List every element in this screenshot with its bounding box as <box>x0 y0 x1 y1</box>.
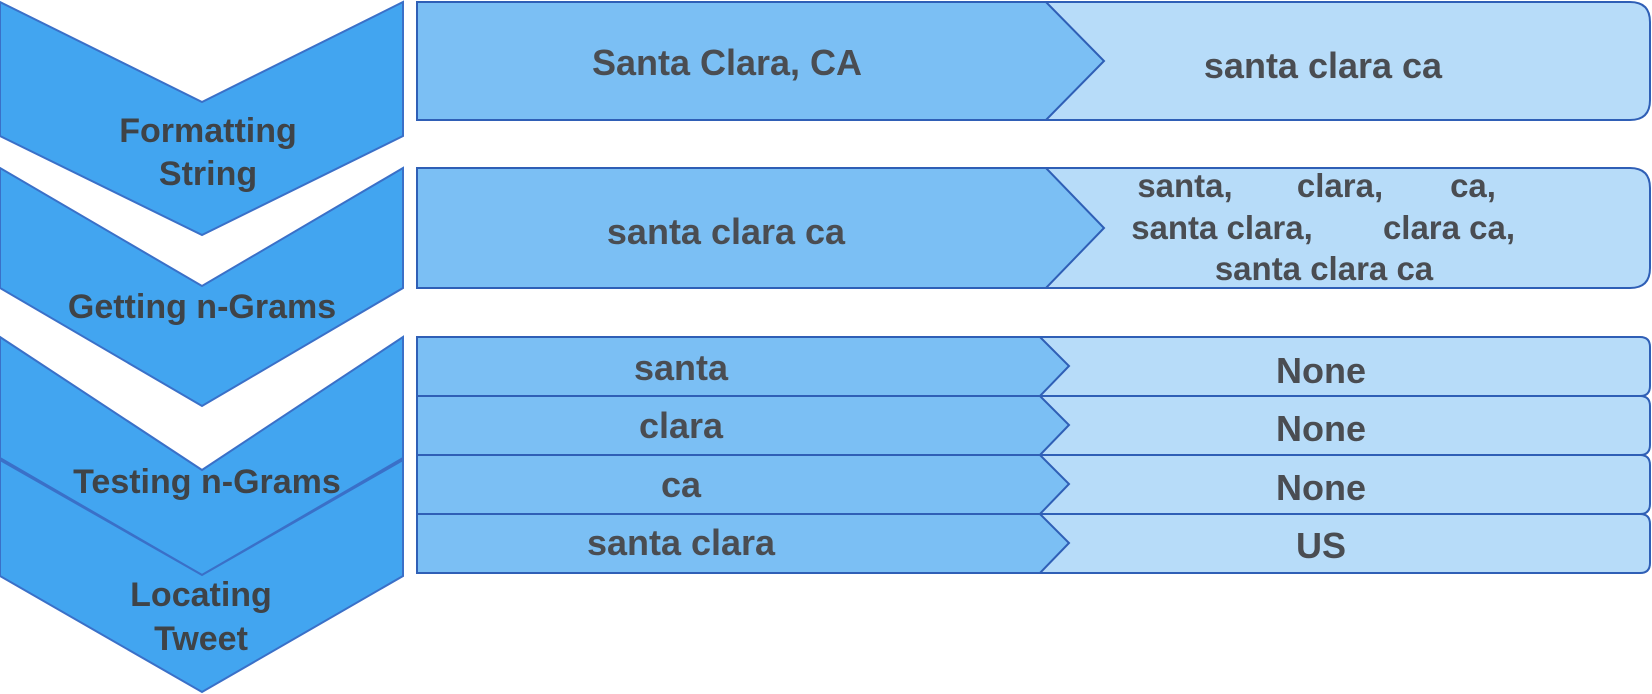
test-result-panel <box>1039 513 1651 574</box>
ngram-output-item: clara, <box>1297 167 1383 204</box>
stage-chevron-testing-ngrams <box>0 335 404 577</box>
test-ngram-text: ca <box>661 464 702 505</box>
formatting-row: Santa Clara, CA santa clara ca <box>416 1 1651 121</box>
ngrams-input-text: santa clara ca <box>607 211 846 252</box>
stage-chevrons <box>0 0 404 694</box>
test-result-text: None <box>1276 408 1366 449</box>
stage-labels: Formatting String Getting n-Grams Testin… <box>68 112 341 658</box>
test-ngram-panel <box>416 513 1071 574</box>
stage-label-locating-line1: Locating <box>130 576 272 614</box>
test-ngram-panel <box>416 395 1071 456</box>
test-result-text: None <box>1276 467 1366 508</box>
stage-chevron-formatting <box>0 0 404 237</box>
ngram-output-item: santa, <box>1137 167 1232 204</box>
stage-label-formatting-line2: String <box>159 155 257 193</box>
test-ngram-text: santa <box>634 347 729 388</box>
test-ngram-panel <box>416 336 1071 397</box>
stage-label-locating-line2: Tweet <box>154 620 248 658</box>
stage-label-getting-ngrams: Getting n-Grams <box>68 288 336 326</box>
ngram-output-item: santa clara, <box>1131 209 1313 246</box>
formatting-output-panel <box>1045 1 1651 121</box>
stage-chevron-locating-tweet <box>0 458 404 694</box>
stage-chevron-getting-ngrams <box>0 166 404 408</box>
test-ngram-text: santa clara <box>587 522 776 563</box>
formatting-input-panel <box>416 1 1106 121</box>
test-result-text: None <box>1276 350 1366 391</box>
ngrams-output-panel <box>1045 167 1651 289</box>
formatting-input-text: Santa Clara, CA <box>592 42 862 83</box>
tests-table: santa None clara None ca None santa clar… <box>416 336 1651 574</box>
test-result-text: US <box>1296 525 1346 566</box>
test-ngram-panel <box>416 454 1071 515</box>
formatting-output-text: santa clara ca <box>1204 45 1443 86</box>
ngram-output-item: clara ca, <box>1383 209 1515 246</box>
ngrams-row: santa clara ca santa, clara, ca, santa c… <box>416 167 1651 289</box>
stage-label-testing-ngrams: Testing n-Grams <box>73 463 341 501</box>
test-ngram-text: clara <box>639 405 724 446</box>
ngrams-input-panel <box>416 167 1106 289</box>
ngram-output-item: santa clara ca <box>1215 250 1434 287</box>
stage-label-formatting-line1: Formatting <box>119 112 297 150</box>
ngram-output-item: ca, <box>1450 167 1496 204</box>
